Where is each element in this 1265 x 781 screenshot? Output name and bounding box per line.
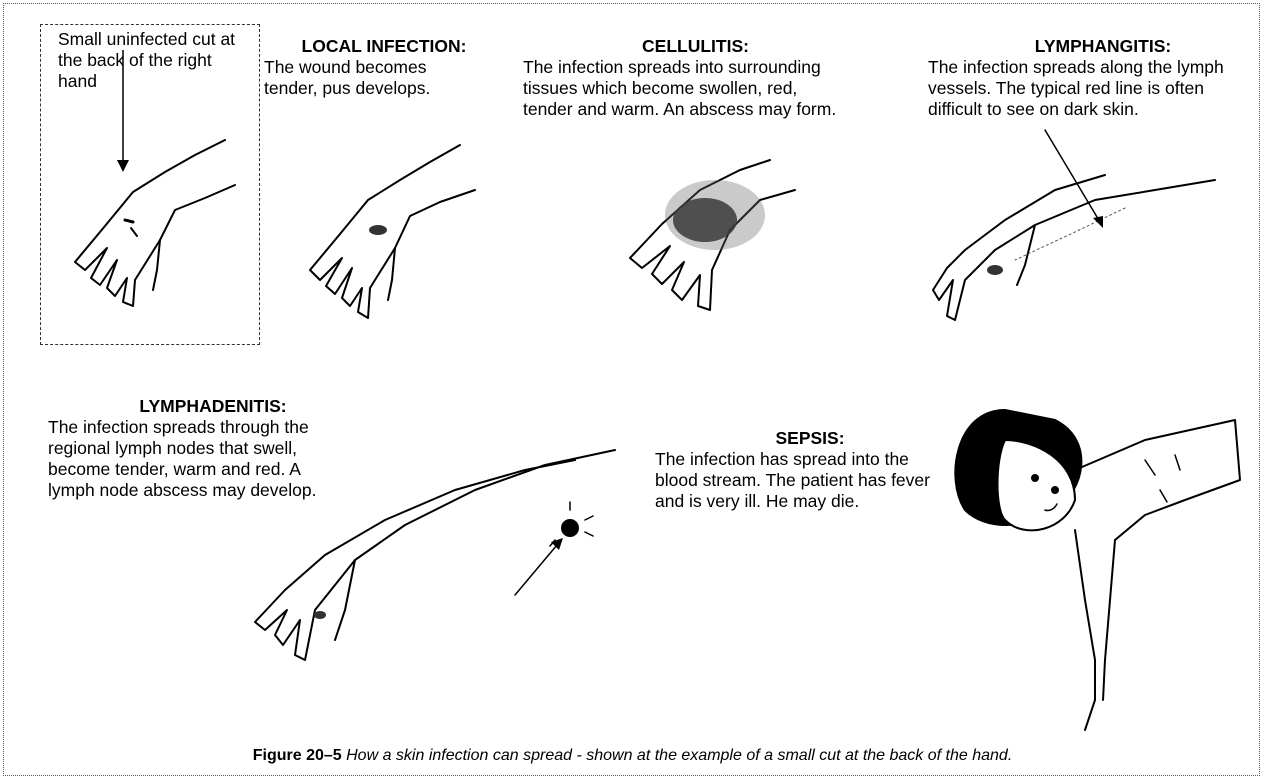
sepsis-block: SEPSIS: The infection has spread into th… (655, 428, 935, 512)
local-infection-text: The wound becomes tender, pus develops. (264, 57, 430, 98)
local-infection-block: LOCAL INFECTION: The wound becomes tende… (264, 36, 484, 99)
sepsis-text: The infection has spread into the blood … (655, 449, 930, 511)
figure-number: Figure 20–5 (253, 747, 342, 764)
uninfected-hand-drawing (55, 130, 245, 330)
local-colon: : (461, 36, 467, 56)
lymphadenitis-colon: : (281, 396, 287, 416)
cellulitis-block: CELLULITIS: The infection spreads into s… (523, 36, 848, 120)
sepsis-patient-drawing (945, 400, 1245, 730)
cellulitis-title: CELLULITIS (642, 36, 743, 56)
figure-caption-text: How a skin infection can spread - shown … (342, 747, 1013, 764)
lymphangitis-text: The infection spreads along the lymph ve… (928, 57, 1224, 119)
pointer-arrow-icon (65, 50, 185, 180)
local-infection-hand-drawing (290, 140, 480, 340)
lymphangitis-block: LYMPHANGITIS: The infection spreads alon… (928, 36, 1238, 120)
lymphangitis-arm-drawing (925, 170, 1225, 350)
lymphangitis-title: LYMPHANGITIS (1035, 36, 1166, 56)
sepsis-colon: : (839, 428, 845, 448)
lymphangitis-colon: : (1165, 36, 1171, 56)
cellulitis-text: The infection spreads into surrounding t… (523, 57, 836, 119)
sepsis-title: SEPSIS (775, 428, 838, 448)
figure-caption: Figure 20–5 How a skin infection can spr… (0, 746, 1265, 766)
lymphadenitis-title: LYMPHADENITIS (139, 396, 280, 416)
local-infection-title: LOCAL INFECTION (302, 36, 461, 56)
lymphadenitis-arm-drawing (255, 450, 635, 690)
cellulitis-colon: : (743, 36, 749, 56)
cellulitis-hand-drawing (600, 160, 800, 330)
